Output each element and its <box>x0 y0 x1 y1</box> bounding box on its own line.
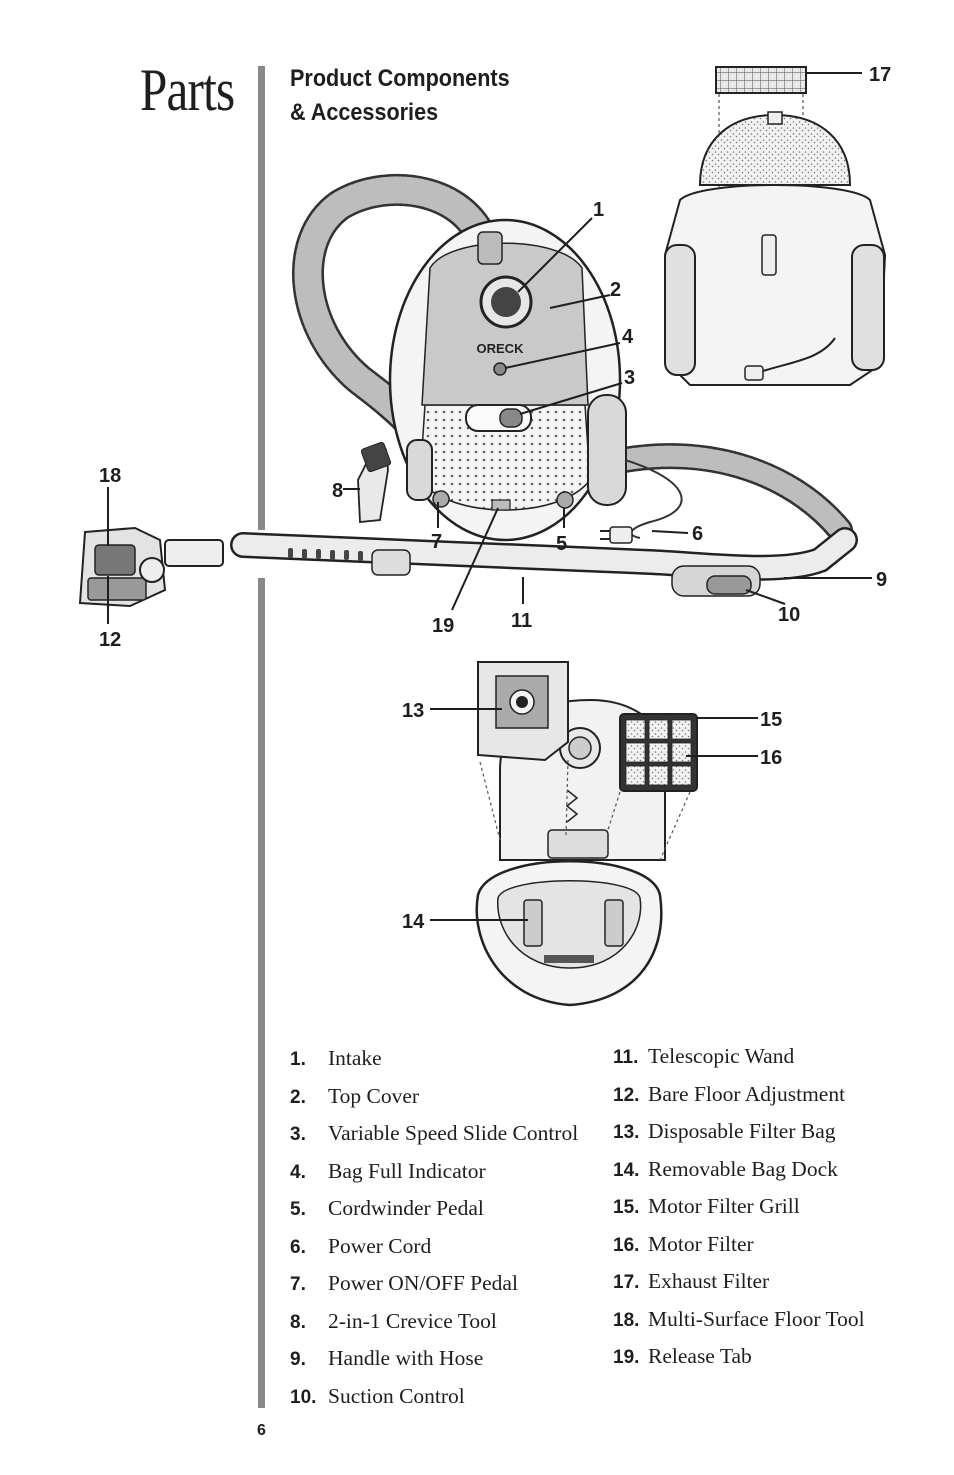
list-item: 19. Release Tab <box>613 1344 865 1382</box>
vertical-rule-top <box>258 66 265 530</box>
list-item: 18. Multi-Surface Floor Tool <box>613 1307 865 1345</box>
section-heading: Product Components & Accessories <box>290 62 510 130</box>
part-number: 12. <box>613 1084 640 1106</box>
callout-1: 1 <box>593 199 604 221</box>
part-name: Suction Control <box>328 1383 465 1408</box>
part-name: Cordwinder Pedal <box>328 1196 484 1220</box>
crevice-tool <box>357 441 392 523</box>
part-number: 17. <box>613 1272 640 1293</box>
part-number: 4. <box>290 1161 306 1183</box>
part-name: Bag Full Indicator <box>328 1158 486 1183</box>
list-item: 17. Exhaust Filter <box>613 1269 865 1307</box>
part-name: Motor Filter Grill <box>648 1194 800 1218</box>
telescopic-wand <box>230 527 858 597</box>
list-item: 16. Motor Filter <box>613 1232 865 1270</box>
callout-12: 12 <box>99 629 121 651</box>
callout-15: 15 <box>760 709 782 731</box>
callout-18: 18 <box>99 465 121 487</box>
part-name: Top Cover <box>328 1083 420 1108</box>
vacuum-parts-illustration: ORECK <box>78 64 891 1007</box>
page-number: 6 <box>257 1422 266 1439</box>
power-cord <box>600 459 683 544</box>
list-item: 14. Removable Bag Dock <box>613 1157 865 1195</box>
brand-logo: ORECK <box>477 341 525 356</box>
part-number: 9. <box>290 1349 306 1370</box>
callout-11: 11 <box>511 610 532 632</box>
part-number: 16. <box>613 1234 640 1256</box>
list-item: 2. Top Cover <box>290 1084 578 1122</box>
part-number: 2. <box>290 1086 306 1108</box>
callout-5: 5 <box>556 533 567 555</box>
part-name: Disposable Filter Bag <box>648 1119 836 1143</box>
part-name: Multi-Surface Floor Tool <box>648 1306 865 1331</box>
list-item: 4. Bag Full Indicator <box>290 1159 578 1197</box>
heading-line-2: & Accessories <box>290 99 439 126</box>
part-number: 1. <box>290 1049 306 1070</box>
list-item: 5. Cordwinder Pedal <box>290 1196 578 1234</box>
part-name: Removable Bag Dock <box>648 1156 838 1181</box>
parts-list-left: 1. Intake 2. Top Cover 3. Variable Speed Sl… <box>290 1046 578 1421</box>
callout-9: 9 <box>876 569 887 591</box>
part-number: 8. <box>290 1311 306 1333</box>
callout-numbers: 1 2 3 4 5 6 7 8 9 10 11 12 13 14 15 16 1… <box>99 64 891 933</box>
part-number: 5. <box>290 1199 306 1220</box>
callout-13: 13 <box>402 700 424 722</box>
callout-3: 3 <box>624 367 635 389</box>
bag-dock-view <box>475 661 698 1007</box>
callout-16: 16 <box>760 747 782 769</box>
callout-10: 10 <box>778 604 800 626</box>
callout-2: 2 <box>610 279 621 301</box>
part-number: 15. <box>613 1197 640 1218</box>
part-name: Handle with Hose <box>328 1346 484 1370</box>
list-item: 12. Bare Floor Adjustment <box>613 1082 865 1120</box>
heading-line-1: Product Components <box>290 65 510 92</box>
part-name: Telescopic Wand <box>648 1044 795 1068</box>
part-number: 10. <box>290 1386 317 1408</box>
part-number: 18. <box>613 1309 640 1331</box>
list-item: 8. 2-in-1 Crevice Tool <box>290 1309 578 1347</box>
callout-17: 17 <box>869 64 891 86</box>
callout-6: 6 <box>692 523 703 545</box>
list-item: 10. Suction Control <box>290 1384 578 1422</box>
part-number: 7. <box>290 1274 306 1295</box>
part-number: 6. <box>290 1236 306 1258</box>
part-name: Power ON/OFF Pedal <box>328 1271 518 1295</box>
part-name: Release Tab <box>648 1344 752 1368</box>
callout-14: 14 <box>402 911 425 933</box>
list-item: 3. Variable Speed Slide Control <box>290 1121 578 1159</box>
page-title: Parts <box>140 57 235 123</box>
list-item: 1. Intake <box>290 1046 578 1084</box>
list-item: 11. Telescopic Wand <box>613 1044 865 1082</box>
part-name: Intake <box>328 1046 382 1070</box>
part-name: Power Cord <box>328 1233 432 1258</box>
list-item: 13. Disposable Filter Bag <box>613 1119 865 1157</box>
parts-list-right: 11. Telescopic Wand 12. Bare Floor Adjustm… <box>613 1044 865 1382</box>
part-name: Exhaust Filter <box>648 1269 770 1293</box>
list-item: 9. Handle with Hose <box>290 1346 578 1384</box>
callout-8: 8 <box>332 480 343 502</box>
list-item: 7. Power ON/OFF Pedal <box>290 1271 578 1309</box>
vacuum-body: ORECK <box>388 218 627 542</box>
list-item: 15. Motor Filter Grill <box>613 1194 865 1232</box>
part-number: 13. <box>613 1122 640 1143</box>
part-number: 14. <box>613 1159 640 1181</box>
part-number: 19. <box>613 1347 640 1368</box>
part-name: Bare Floor Adjustment <box>648 1081 846 1106</box>
callout-4: 4 <box>622 326 634 348</box>
part-number: 3. <box>290 1124 306 1145</box>
part-number: 11. <box>613 1047 639 1068</box>
part-name: 2-in-1 Crevice Tool <box>328 1308 497 1333</box>
floor-tool <box>78 526 224 608</box>
list-item: 6. Power Cord <box>290 1234 578 1272</box>
exhaust-filter-view <box>663 66 887 386</box>
callout-19: 19 <box>432 615 454 637</box>
callout-7: 7 <box>431 531 442 553</box>
leader-lines <box>107 72 872 921</box>
part-name: Motor Filter <box>648 1231 754 1256</box>
part-name: Variable Speed Slide Control <box>328 1121 579 1145</box>
vertical-rule-bottom <box>258 578 265 1408</box>
